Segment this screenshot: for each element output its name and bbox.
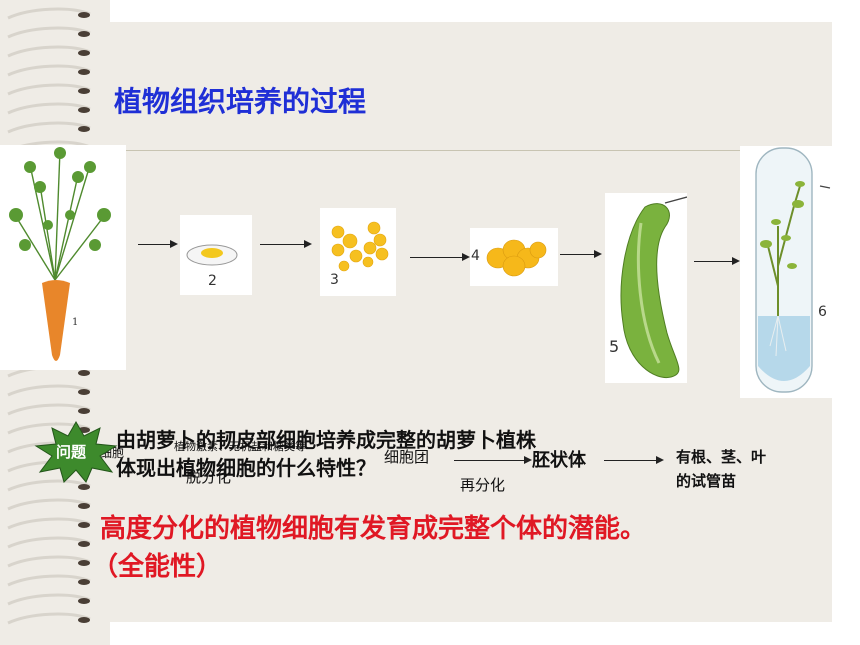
spiral-ring [7,422,91,435]
spiral-hole [78,503,90,509]
flow-rediff: 再分化 [460,476,506,494]
arrow-head-3-4 [462,253,470,261]
answer-line-1: 高度分化的植物细胞有发育成完整个体的潜能。 [100,514,647,544]
flow-arrow-head-result [656,456,664,464]
flow-result-line1: 有根、茎、叶 [676,448,767,466]
spiral-ring [7,45,91,58]
title-divider [110,150,832,151]
spiral-ring [7,102,91,115]
arrow-head-1-2 [170,240,178,248]
spiral-ring [7,517,91,530]
stage-4-cell-mass: 4 [470,228,558,286]
flow-arrow-head-rediff [524,456,532,464]
flow-dediff: 脱分化 [186,468,232,486]
spiral-hole [78,408,90,414]
arrow-head-2-3 [304,240,312,248]
spiral-ring [7,403,91,416]
carrot-illustration: 1 [9,147,111,361]
spiral-hole [78,88,90,94]
spiral-ring [7,7,91,20]
spiral-hole [78,126,90,132]
spiral-hole [78,370,90,376]
stage-2-explant: 2 [180,215,252,295]
spiral-hole [78,389,90,395]
arrow-4-5 [560,254,596,255]
notebook-page [110,22,832,622]
stage-1-number: 1 [72,317,78,328]
spiral-hole [78,31,90,37]
spiral-ring [7,384,91,397]
arrow-head-4-5 [594,250,602,258]
stage-5-number: 5 [609,337,620,356]
spiral-ring [7,64,91,77]
stage-6-plantlet: 6 [740,146,832,398]
flow-embryoid: 胚状体 [532,450,586,471]
arrow-5-6 [694,261,734,262]
stage-3-callus: 3 [320,208,396,296]
arrow-1-2 [138,244,172,245]
question-line-1: 由胡萝卜的韧皮部细胞培养成完整的胡萝卜植株 [116,428,536,452]
answer-line-2: （全能性） [92,552,223,582]
page-title: 植物组织培养的过程 [114,85,367,118]
arrow-3-4 [410,257,466,258]
spiral-ring [7,498,91,511]
question-badge-label: 问题 [56,443,87,461]
spiral-hole [78,484,90,490]
stage-2-number: 2 [208,273,217,289]
spiral-hole [78,579,90,585]
spiral-ring [7,83,91,96]
spiral-ring [7,593,91,606]
spiral-hole [78,69,90,75]
question-badge-icon [34,420,118,483]
stage-4-number: 4 [471,248,480,264]
spiral-hole [78,50,90,56]
spiral-ring [7,121,91,134]
arrow-head-5-6 [732,257,740,265]
flow-hormones: 植物激素、无机盐和糖类等 [174,440,306,453]
spiral-hole [78,617,90,623]
stage-6-number: 6 [818,304,827,320]
spiral-hole [78,560,90,566]
spiral-ring [7,479,91,492]
arrow-2-3 [260,244,306,245]
stage-1-carrot: 1 [0,145,126,370]
spiral-hole [78,522,90,528]
spiral-ring [7,612,91,625]
flow-callus: 细胞团 [384,448,430,466]
stage-5-embryoid: 5 [605,193,688,383]
question-line-2: 体现出植物细胞的什么特性？ [116,456,376,480]
spiral-hole [78,12,90,18]
spiral-hole [78,107,90,113]
spiral-hole [78,598,90,604]
stage-3-number: 3 [330,272,339,288]
flow-arrow-rediff [454,460,526,461]
spiral-ring [7,574,91,587]
spiral-ring [7,555,91,568]
spiral-hole [78,541,90,547]
spiral-ring [7,536,91,549]
flow-result-line2: 的试管苗 [676,472,737,490]
flow-arrow-result [604,460,658,461]
spiral-ring [7,26,91,39]
